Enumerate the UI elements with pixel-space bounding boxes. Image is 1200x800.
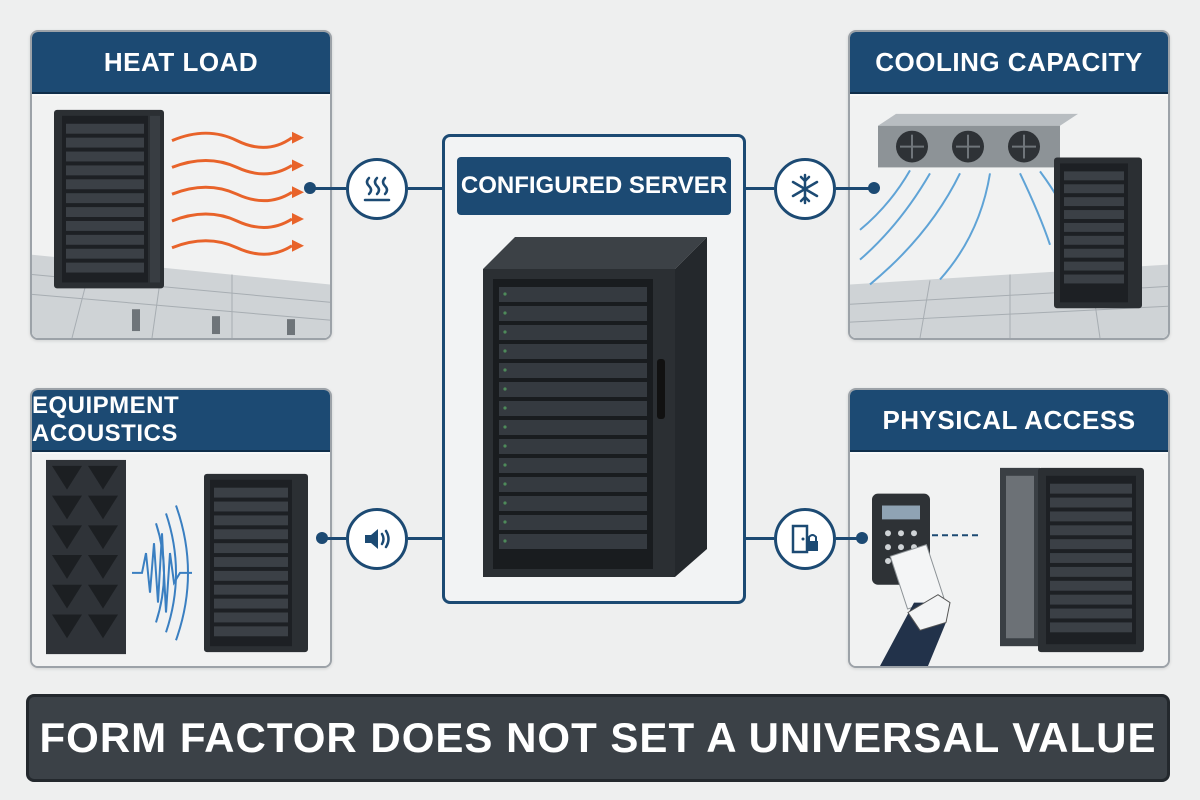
heat-load-illustration	[32, 96, 330, 338]
access-connector-dot	[856, 532, 868, 544]
cooling-capacity-panel: COOLING CAPACITY	[848, 30, 1170, 340]
acoustics-connector-line	[322, 537, 346, 540]
door-lock-icon	[774, 508, 836, 570]
heat-load-panel: HEAT LOAD	[30, 30, 332, 340]
heat-connector-line-right	[408, 187, 442, 190]
equipment-acoustics-title: EQUIPMENT ACOUSTICS	[32, 390, 330, 452]
speaker-sound-icon	[346, 508, 408, 570]
access-connector-line-left	[746, 537, 774, 540]
equipment-acoustics-illustration	[32, 454, 330, 666]
cooling-capacity-title: COOLING CAPACITY	[850, 32, 1168, 94]
physical-access-illustration	[850, 454, 1168, 666]
configured-server-panel: CONFIGURED SERVER	[442, 134, 746, 604]
cooling-capacity-illustration	[850, 96, 1168, 338]
heat-connector-line	[310, 187, 346, 190]
configured-server-title: CONFIGURED SERVER	[457, 157, 731, 215]
equipment-acoustics-panel: EQUIPMENT ACOUSTICS	[30, 388, 332, 668]
snowflake-icon	[774, 158, 836, 220]
physical-access-title: PHYSICAL ACCESS	[850, 390, 1168, 452]
heat-load-title: HEAT LOAD	[32, 32, 330, 94]
physical-access-panel: PHYSICAL ACCESS	[848, 388, 1170, 668]
acoustics-connector-line-right	[408, 537, 442, 540]
access-connector-line	[836, 537, 862, 540]
cooling-connector-line	[836, 187, 874, 190]
footer-banner: FORM FACTOR DOES NOT SET A UNIVERSAL VAL…	[26, 694, 1170, 782]
server-rack-illustration	[475, 229, 715, 579]
cooling-connector-line-left	[746, 187, 774, 190]
cooling-connector-dot	[868, 182, 880, 194]
heat-waves-icon	[346, 158, 408, 220]
